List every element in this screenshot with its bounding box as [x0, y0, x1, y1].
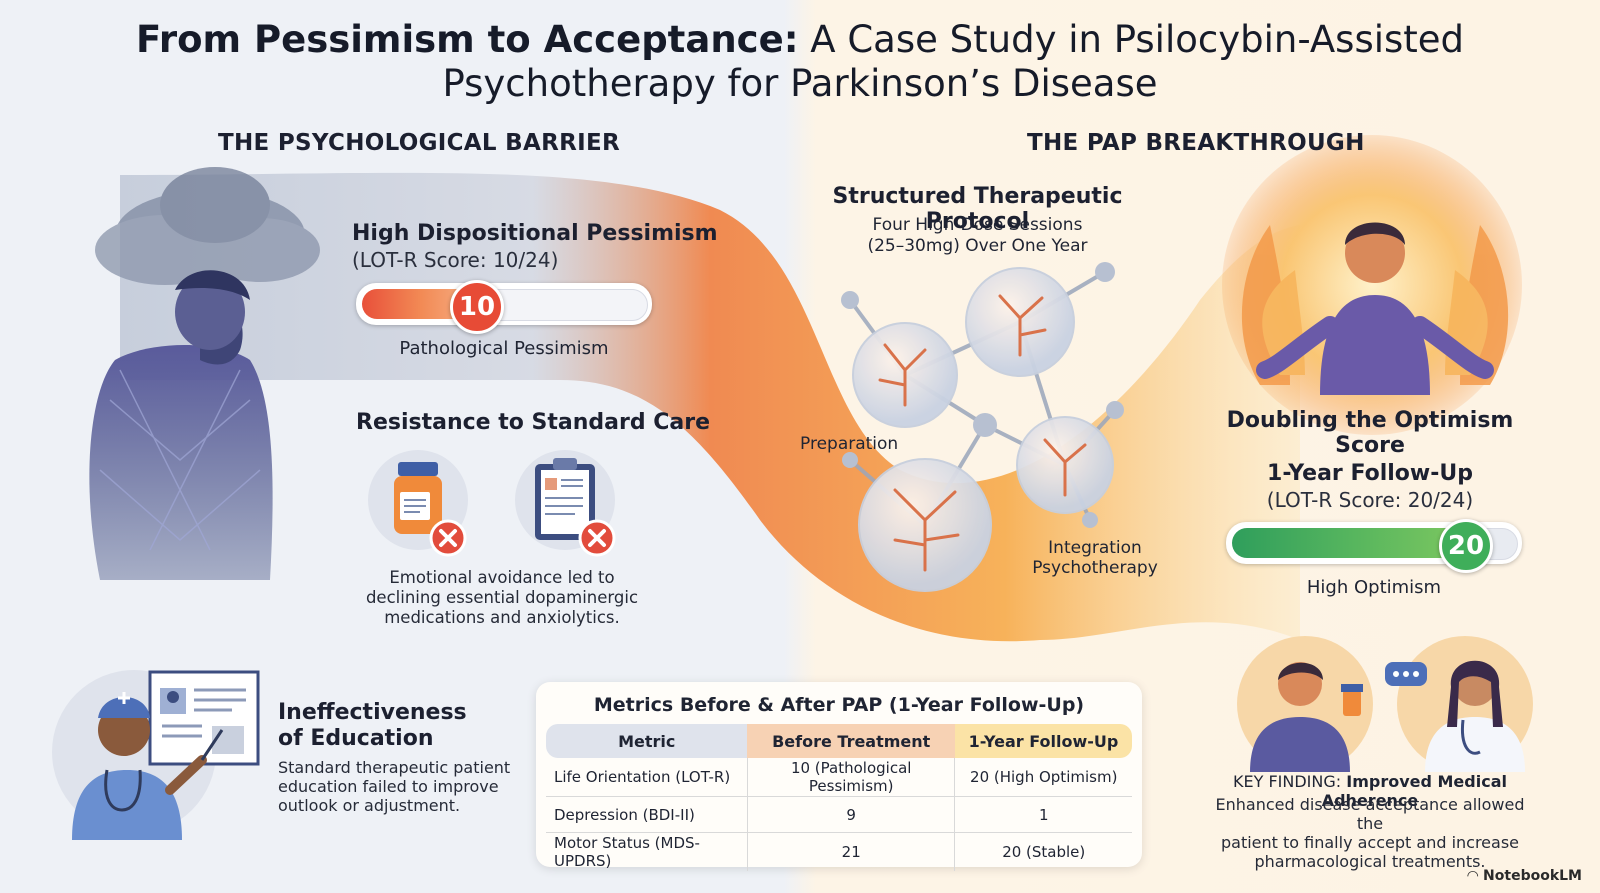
followup-score: (LOT-R Score: 20/24) — [1266, 488, 1474, 512]
education-text-line: education failed to improve — [278, 777, 499, 796]
table-row: Motor Status (MDS-UPDRS) 21 20 (Stable) — [546, 832, 1132, 871]
metrics-table-card: Metrics Before & After PAP (1-Year Follo… — [536, 682, 1142, 871]
key-finding-line: pharmacological treatments. — [1254, 852, 1486, 871]
left-section-heading: THE PSYCHOLOGICAL BARRIER — [218, 130, 620, 156]
key-finding-prefix: KEY FINDING: — [1233, 772, 1347, 791]
education-title: Ineffectiveness of Education — [278, 700, 467, 752]
table-cell: 20 (Stable) — [954, 832, 1132, 871]
table-cell: Motor Status (MDS-UPDRS) — [546, 832, 748, 871]
pessimism-badge: 10 — [450, 280, 504, 334]
resistance-title: Resistance to Standard Care — [356, 410, 711, 435]
key-finding: KEY FINDING: Improved Medical Adherence — [1200, 772, 1540, 810]
table-cell: 1 — [954, 796, 1132, 833]
optimism-score-bar: 20 — [1226, 519, 1522, 573]
label-integration: Integration Psychotherapy — [1020, 538, 1170, 578]
optimism-badge: 20 — [1439, 519, 1493, 573]
label-integration-line2: Psychotherapy — [1032, 558, 1158, 578]
table-header-before: Before Treatment — [747, 724, 955, 758]
page-title: From Pessimism to Acceptance: A Case Stu… — [0, 18, 1600, 106]
doubling-title: Doubling the Optimism Score — [1226, 408, 1514, 458]
resistance-text: Emotional avoidance led to declining ess… — [352, 568, 652, 628]
table-cell: Depression (BDI-II) — [546, 796, 748, 833]
table-cell: 20 (High Optimism) — [954, 758, 1132, 797]
protocol-subtitle: Four High-Dose Sessions (25–30mg) Over O… — [790, 215, 1165, 257]
table-header-after: 1-Year Follow-Up — [954, 724, 1132, 758]
label-preparation: Preparation — [800, 434, 899, 454]
table-cell: 10 (Pathological Pessimism) — [746, 758, 955, 797]
protocol-line2: (25–30mg) Over One Year — [867, 236, 1088, 256]
key-finding-line: Enhanced disease acceptance allowed the — [1215, 795, 1525, 833]
education-title-line1: Ineffectiveness — [278, 700, 467, 725]
protocol-title: Structured Therapeutic Protocol — [832, 184, 1123, 234]
pessimistic-person-illustration — [89, 270, 273, 580]
table-cell: 21 — [746, 832, 955, 871]
declined-medication-icon — [368, 450, 468, 557]
metrics-table-title: Metrics Before & After PAP (1-Year Follo… — [593, 694, 1085, 716]
pessimism-score-bar: 10 — [356, 280, 652, 334]
key-finding-text: Enhanced disease acceptance allowed the … — [1200, 795, 1540, 871]
pessimism-label: Pathological Pessimism — [399, 338, 609, 359]
brand-footer: ◠ NotebookLM — [1467, 868, 1582, 884]
right-section-heading: THE PAP BREAKTHROUGH — [1027, 130, 1365, 156]
table-header-metric: Metric — [546, 724, 748, 758]
table-cell: 9 — [746, 796, 955, 833]
title-bold: From Pessimism to Acceptance: — [135, 18, 799, 61]
key-finding-line: patient to finally accept and increase — [1220, 833, 1520, 852]
metrics-table: Metric Before Treatment 1-Year Follow-Up… — [546, 724, 1132, 871]
key-finding-bold: Improved Medical Adherence — [1321, 772, 1507, 810]
optimism-bar-fill — [1232, 528, 1469, 558]
brand-label: NotebookLM — [1483, 868, 1582, 884]
resistance-text-line: medications and anxiolytics. — [384, 608, 620, 627]
declined-clipboard-icon — [515, 450, 616, 557]
title-rest: A Case Study in Psilocybin-Assisted — [798, 18, 1465, 61]
patient-doctor-illustration — [1237, 636, 1533, 772]
cloud-icon — [95, 167, 320, 285]
table-cell: Life Orientation (LOT-R) — [554, 768, 731, 786]
education-text: Standard therapeutic patient education f… — [278, 758, 510, 815]
pessimism-title: High Dispositional Pessimism — [352, 221, 718, 246]
followup-title: 1-Year Follow-Up — [1267, 461, 1473, 486]
title-line2: Psychotherapy for Parkinson’s Disease — [442, 62, 1158, 105]
education-text-line: Standard therapeutic patient — [278, 758, 511, 777]
table-row: Depression (BDI-II) 9 1 — [546, 796, 1132, 833]
optimism-label: High Optimism — [1306, 577, 1442, 598]
table-row: Life Orientation (LOT-R) 10 (Pathologica… — [546, 758, 1132, 797]
nurse-education-illustration — [52, 670, 260, 840]
education-title-line2: of Education — [278, 726, 434, 751]
protocol-line1: Four High-Dose Sessions — [872, 215, 1083, 235]
education-text-line: outlook or adjustment. — [278, 796, 461, 815]
resistance-text-line: declining essential dopaminergic — [365, 588, 639, 607]
pessimism-score: (LOT-R Score: 10/24) — [352, 248, 559, 272]
optimistic-person-illustration — [1241, 222, 1509, 395]
notebooklm-logo-icon: ◠ — [1467, 868, 1484, 884]
label-integration-line1: Integration — [1048, 538, 1142, 558]
resistance-text-line: Emotional avoidance led to — [389, 568, 615, 587]
